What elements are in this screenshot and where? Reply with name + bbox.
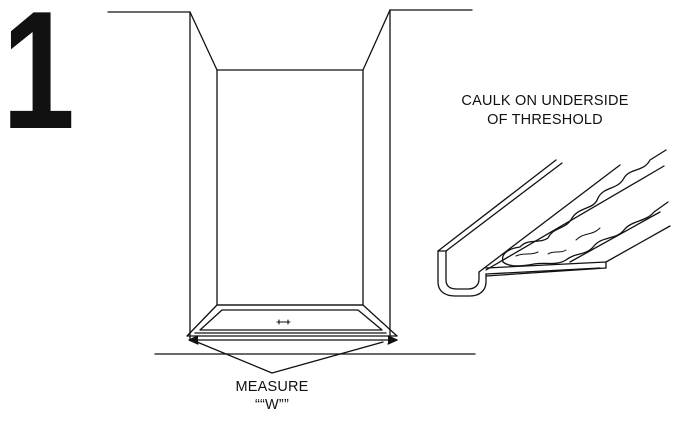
threshold-back-flange-top (485, 261, 607, 269)
threshold-channel-2 (485, 267, 601, 275)
caulk-bead-lower (502, 201, 669, 267)
caulk-callout: CAULK ON UNDERSIDE OF THRESHOLD (440, 92, 650, 130)
threshold-back-edge (605, 225, 671, 263)
measure-w-dimension (188, 335, 398, 374)
arrow-right-icon (387, 335, 398, 345)
threshold-top-edge-inner (445, 162, 563, 252)
threshold-front-lip (437, 250, 487, 297)
back-wall (216, 69, 364, 306)
arrow-left-icon (188, 335, 199, 345)
threshold-top-edge (437, 159, 557, 252)
shower-stall (107, 9, 476, 355)
caulk-bead (501, 149, 667, 263)
threshold-detail (437, 149, 671, 297)
measure-callout: MEASURE ““W”” (212, 378, 332, 414)
caulk-bead-texture (515, 227, 601, 257)
step-number: 1 (2, 0, 75, 164)
ceiling-corner-left (189, 11, 218, 71)
threshold-back-flange (485, 267, 607, 277)
shower-base-inner (199, 309, 383, 331)
drain-icon (276, 319, 291, 325)
threshold-channel-1 (478, 164, 621, 273)
threshold-front-lip-inner (445, 250, 480, 290)
measure-callout-line-1: MEASURE (235, 379, 309, 395)
measure-callout-line-2: ““W”” (254, 397, 289, 413)
leader-line-right (271, 341, 384, 374)
ceiling-corner-right (362, 9, 391, 71)
threshold-back-edge-2 (569, 211, 661, 263)
shower-base-outer (186, 304, 398, 337)
caulk-callout-line-1: CAULK ON UNDERSIDE (461, 93, 629, 109)
threshold-channel-3 (485, 165, 665, 271)
caulk-callout-line-2: OF THRESHOLD (487, 112, 603, 128)
leader-line-left (196, 341, 273, 374)
